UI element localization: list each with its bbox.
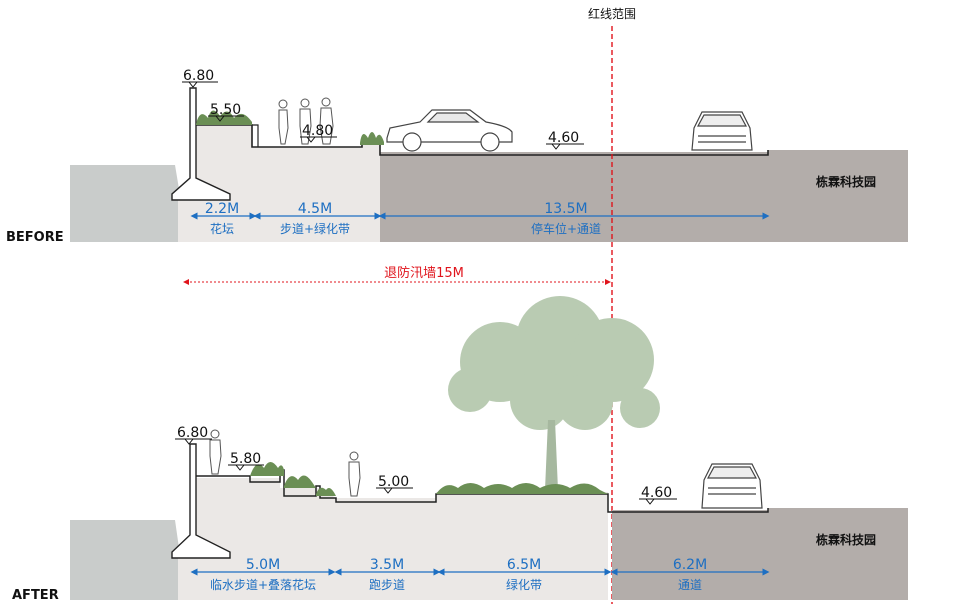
svg-text:4.80: 4.80 — [302, 123, 333, 139]
after-dim-label-3: 绿化带 — [506, 577, 542, 592]
before-pedestrians — [278, 97, 334, 145]
before-elevation-marker-1: 6.80 — [182, 68, 218, 88]
before-planter-plants — [196, 110, 252, 125]
svg-text:5.80: 5.80 — [230, 451, 261, 467]
before-elevation-marker-3: 4.80 — [300, 123, 337, 143]
after-dim-label-4: 通道 — [678, 578, 702, 592]
before-site-label: 栋霖科技园 — [815, 174, 876, 189]
svg-text:4.60: 4.60 — [548, 130, 579, 146]
after-pedestrians — [209, 429, 361, 497]
after-dim-label-1: 临水步道+叠落花坛 — [210, 577, 316, 592]
after-dim-value-3: 6.5M — [507, 557, 541, 573]
after-section — [70, 296, 908, 600]
after-site-label: 栋霖科技园 — [815, 532, 876, 547]
svg-text:5.00: 5.00 — [378, 474, 409, 490]
before-dim-label-2: 步道+绿化带 — [280, 221, 350, 236]
before-section — [70, 87, 908, 242]
svg-text:4.60: 4.60 — [641, 485, 672, 501]
before-dim-value-1: 2.2M — [205, 201, 239, 217]
before-dim-value-2: 4.5M — [298, 201, 332, 217]
after-dim-label-2: 跑步道 — [369, 578, 405, 592]
setback-label: 退防汛墙15M — [384, 265, 464, 281]
before-green-strip-plants — [360, 132, 384, 145]
before-retaining-wall — [171, 87, 231, 201]
after-tag: AFTER — [12, 588, 59, 603]
svg-text:5.50: 5.50 — [210, 102, 241, 118]
before-elevation-marker-4: 4.60 — [546, 130, 584, 150]
before-dim-value-3: 13.5M — [544, 201, 587, 217]
after-dim-value-1: 5.0M — [246, 557, 280, 573]
svg-text:6.80: 6.80 — [183, 68, 214, 84]
before-car-front — [691, 111, 753, 151]
before-dim-label-3: 停车位+通道 — [531, 221, 601, 236]
after-dim-value-4: 6.2M — [673, 557, 707, 573]
before-elevation-marker-2: 5.50 — [208, 102, 244, 122]
before-water-bank — [70, 165, 180, 242]
before-ground-dark — [380, 150, 908, 242]
after-dim-value-2: 3.5M — [370, 557, 404, 573]
before-car-side — [386, 109, 513, 152]
after-elevation-marker-1: 6.80 — [175, 425, 212, 445]
after-elevation-marker-4: 4.60 — [639, 485, 677, 505]
red-line-label: 红线范围 — [588, 6, 636, 21]
after-elevation-marker-2: 5.80 — [228, 451, 264, 471]
after-green-belt-plants — [436, 483, 608, 494]
after-elevation-marker-3: 5.00 — [376, 474, 413, 494]
after-water-bank — [70, 520, 180, 600]
after-car-front — [701, 463, 763, 509]
before-tag: BEFORE — [6, 230, 64, 245]
after-tree — [448, 296, 660, 490]
svg-text:6.80: 6.80 — [177, 425, 208, 441]
after-ground-dark — [612, 508, 908, 600]
before-dim-label-1: 花坛 — [210, 221, 234, 236]
after-retaining-wall — [171, 443, 231, 559]
